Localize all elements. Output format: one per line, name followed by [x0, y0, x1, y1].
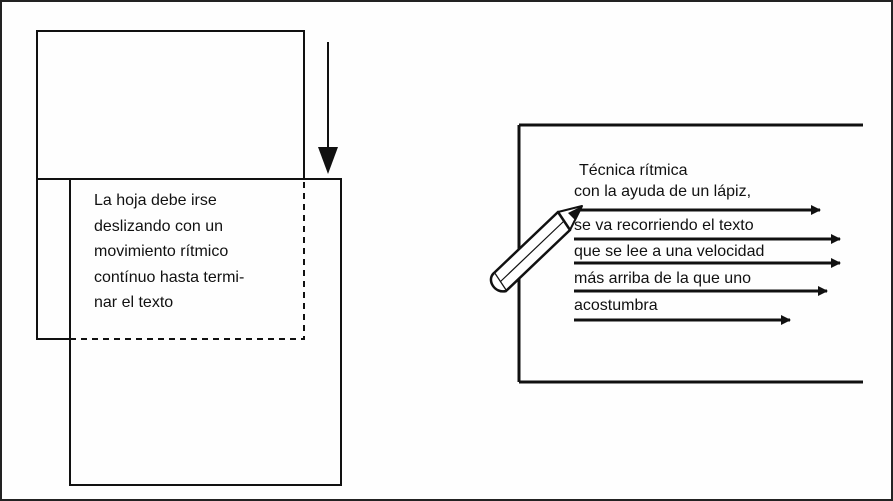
down-arrow-head [318, 147, 338, 174]
front-sheet [69, 178, 342, 486]
back-sheet [36, 30, 305, 180]
back-sheet-hidden-edge [70, 179, 305, 340]
right-text-line: se va recorriendo el texto [574, 217, 754, 234]
right-title: Técnica rítmica [579, 162, 688, 179]
left-caption: La hoja debe irse deslizando con un movi… [94, 188, 304, 316]
left-caption-line: deslizando con un [94, 217, 223, 235]
left-caption-line: contínuo hasta termi- [94, 268, 245, 286]
pencil-icon [489, 205, 583, 293]
right-text-line: que se lee a una velocidad [574, 243, 765, 260]
right-text-line: más arriba de la que uno [574, 270, 751, 287]
right-text-line: acostumbra [574, 297, 658, 314]
right-text-line: con la ayuda de un lápiz, [574, 183, 752, 200]
back-sheet-left-lower [36, 179, 70, 340]
left-caption-line: movimiento rítmico [94, 243, 229, 260]
left-caption-line: La hoja debe irse [94, 192, 217, 209]
left-caption-line: nar el texto [94, 294, 174, 311]
